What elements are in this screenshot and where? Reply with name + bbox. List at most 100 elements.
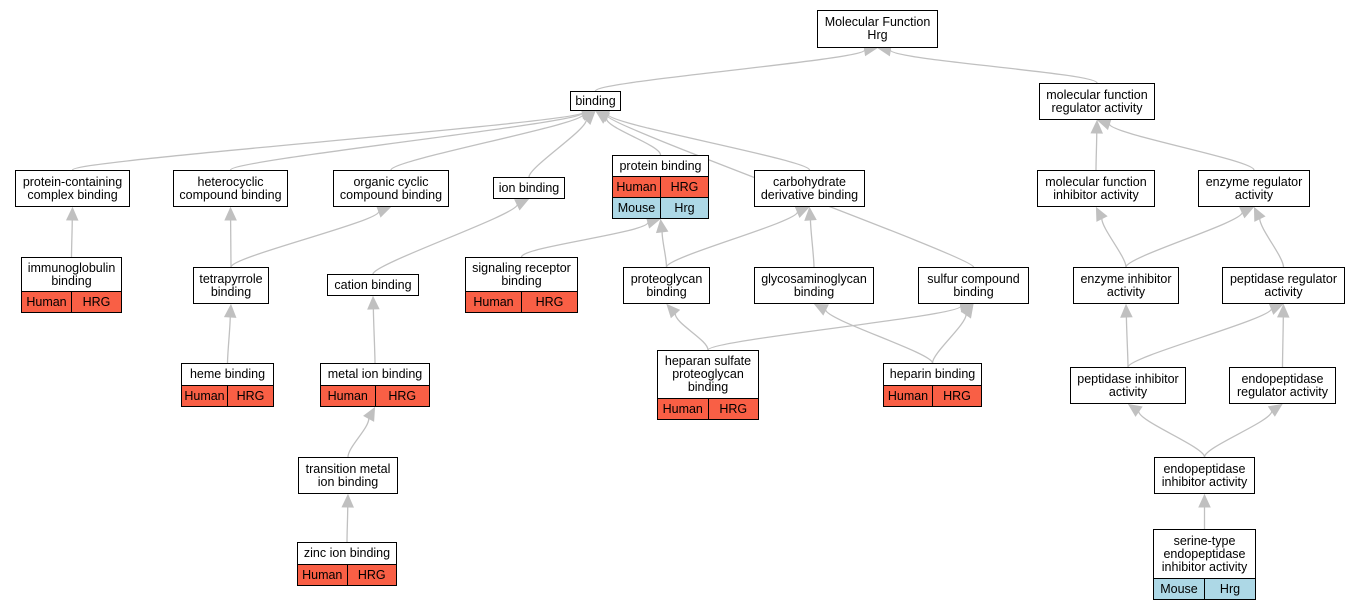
edge-line [707,305,962,351]
term-label-line: inhibitor activity [1053,187,1139,202]
species-cell[interactable]: Human [26,295,67,309]
annotation-row-human: Human HRG [22,291,121,312]
term-label-line: binding [501,273,542,288]
term-label-line: zinc ion binding [303,546,391,560]
species-cell[interactable]: Human [327,389,368,403]
gene-cell[interactable]: HRG [227,386,273,406]
gene-cell[interactable]: HRG [660,177,708,197]
term-label-line: signaling receptor [472,260,571,275]
edge-line [528,119,587,178]
gene-cell[interactable]: HRG [521,292,577,312]
gene-cell[interactable]: Hrg [1204,579,1255,599]
term-label-line: peptidase regulator [1229,271,1338,286]
edge-line [70,219,73,258]
species-cell[interactable]: Human [887,389,929,403]
edge-arrowhead [960,303,974,319]
term-label: ion binding [494,178,564,198]
term-label-line: Hrg [867,28,888,42]
term-label-line: regulator activity [1236,384,1328,399]
term-label-line: immunoglobulin [27,260,116,275]
term-label-line: carbohydrate [773,174,846,189]
term-label: binding [571,92,620,110]
edge-arrowhead [1267,403,1283,417]
species-cell[interactable]: Human [662,402,703,416]
species-cell[interactable]: Mouse [617,201,656,215]
species-cell[interactable]: Human [473,295,514,309]
edge-line [1203,411,1273,458]
edge-heparan-sulfate-proteoglycan-binding-to-proteoglycan-binding [666,303,709,351]
edge-arrowhead [363,406,376,422]
gene-cell[interactable]: HRG [71,292,121,312]
species-cell[interactable]: Mouse [1160,582,1198,596]
species-cell[interactable]: Human [302,568,343,582]
go-term-binding[interactable]: binding [570,91,621,111]
edge-peptidase-regulator-to-enzyme-regulator [1253,206,1285,268]
species-cell[interactable]: Human [616,180,657,194]
go-term-cation-binding[interactable]: cation binding [327,274,419,296]
term-label-line: binding [953,284,994,299]
go-term-ion-binding[interactable]: ion binding [493,177,565,199]
edge-arrowhead [1239,206,1255,219]
edge-arrowhead [224,206,237,221]
edge-arrowhead [514,198,530,211]
term-label-line: binding [793,284,835,299]
species-cell[interactable]: Human [184,389,225,403]
term-label-line: molecular function [1045,174,1147,189]
gene-cell[interactable]: HRG [346,565,397,585]
term-label-line: organic cyclic [353,174,429,189]
edge-ion-binding-to-binding [528,110,596,178]
edge-arrowhead [223,303,237,318]
term-label-line: activity [1106,284,1146,299]
edge-peptidase-inhibitor-to-enzyme-inhibitor [1120,303,1133,368]
gene-cell[interactable]: HRG [374,386,430,406]
edge-arrowhead [1268,303,1284,315]
edge-line [889,49,1098,84]
gene-cell[interactable]: Hrg [660,198,708,218]
term-label-line: endopeptidase [1241,371,1324,386]
gene-cell[interactable]: HRG [932,386,981,406]
term-label: metal ion binding [321,364,429,385]
term-label-line: heme binding [189,367,266,381]
term-label-line: endopeptidase [1163,546,1246,561]
term-label-line: heterocyclic [197,174,264,189]
edge-arrowhead [813,303,829,316]
edge-arrowhead [1277,303,1290,318]
edge-line [1125,211,1243,268]
gene-cell[interactable]: HRG [707,399,759,419]
